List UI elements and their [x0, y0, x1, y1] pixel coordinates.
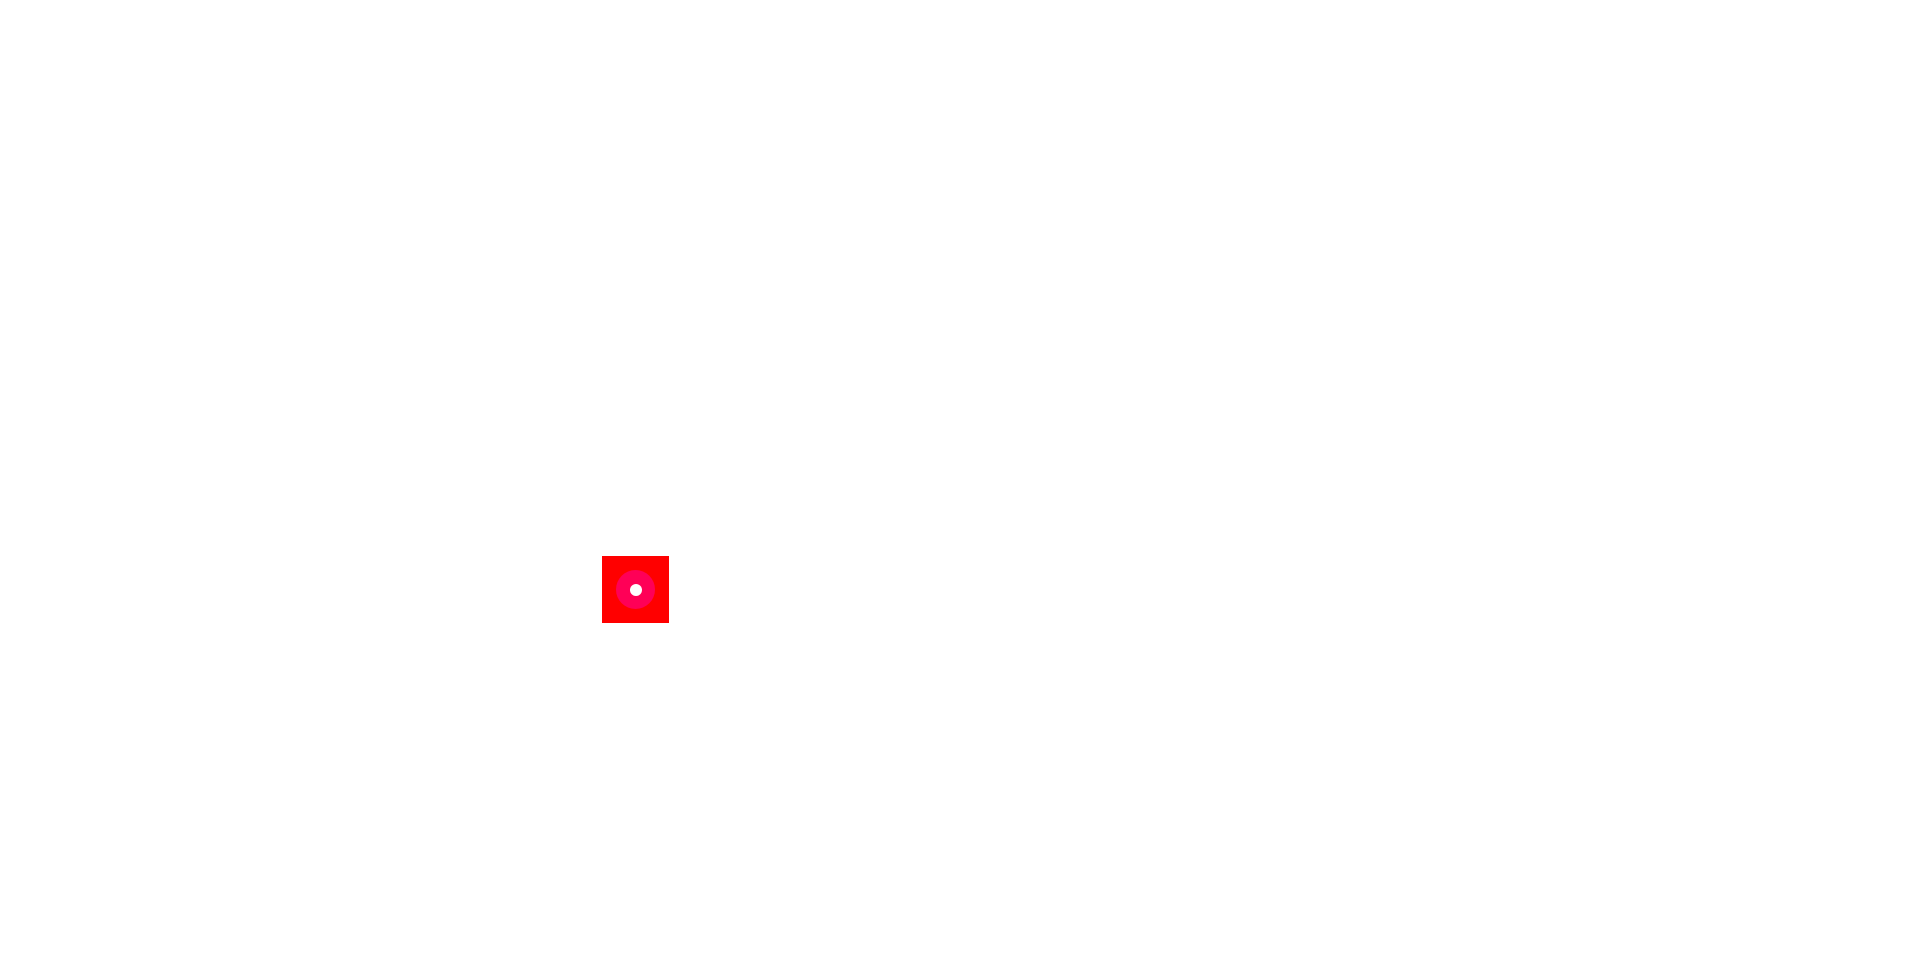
click-marker-dot-icon	[629, 583, 642, 596]
click-marker[interactable]	[602, 556, 669, 623]
click-marker-ring-icon	[616, 570, 655, 609]
